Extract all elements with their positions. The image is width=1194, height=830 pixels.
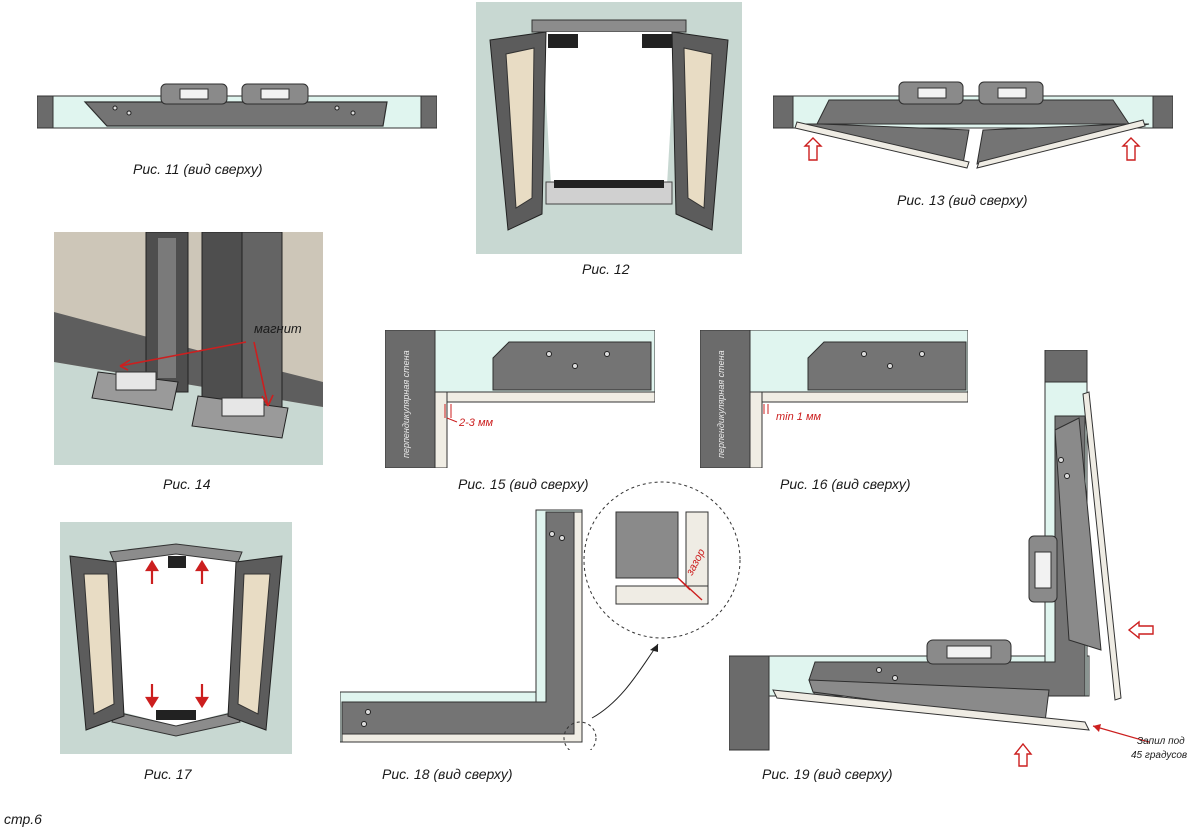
figure-12-caption: Рис. 12 (582, 261, 630, 277)
min-gap-label: min 1 мм (776, 411, 821, 423)
figure-18-drawing: зазор (340, 481, 741, 750)
figure-19-drawing: Запил под 45 градусов (729, 350, 1187, 767)
perpendicular-wall-label: перпендикулярная стена (401, 350, 411, 458)
figure-19-caption: Рис. 19 (вид сверху) (762, 766, 893, 782)
figure-17-caption: Рис. 17 (144, 766, 192, 782)
perpendicular-wall-label-2: перпендикулярная стена (716, 350, 726, 458)
figure-15-drawing: перпендикулярная стена 2-3 мм (385, 330, 655, 468)
figure-11-drawing (37, 83, 437, 129)
figure-15-caption: Рис. 15 (вид сверху) (458, 476, 589, 492)
figure-12-drawing (476, 2, 742, 254)
figure-13-caption: Рис. 13 (вид сверху) (897, 192, 1028, 208)
figure-17-drawing (60, 522, 292, 754)
page-number: стр.6 (4, 811, 42, 827)
miter-note-line-2: 45 градусов (1131, 750, 1187, 761)
figure-16-caption: Рис. 16 (вид сверху) (780, 476, 911, 492)
figure-18-caption: Рис. 18 (вид сверху) (382, 766, 513, 782)
figure-16-drawing: перпендикулярная стена min 1 мм (700, 330, 968, 468)
figure-14-caption: Рис. 14 (163, 476, 211, 492)
miter-note-line-1: Запил под (1137, 736, 1185, 747)
figure-14-drawing: магнит (54, 232, 323, 465)
gap-2-3mm-label: 2-3 мм (458, 417, 493, 429)
magnet-label: магнит (254, 321, 302, 336)
figure-11-caption: Рис. 11 (вид сверху) (133, 161, 263, 177)
figure-13-drawing (773, 81, 1173, 169)
